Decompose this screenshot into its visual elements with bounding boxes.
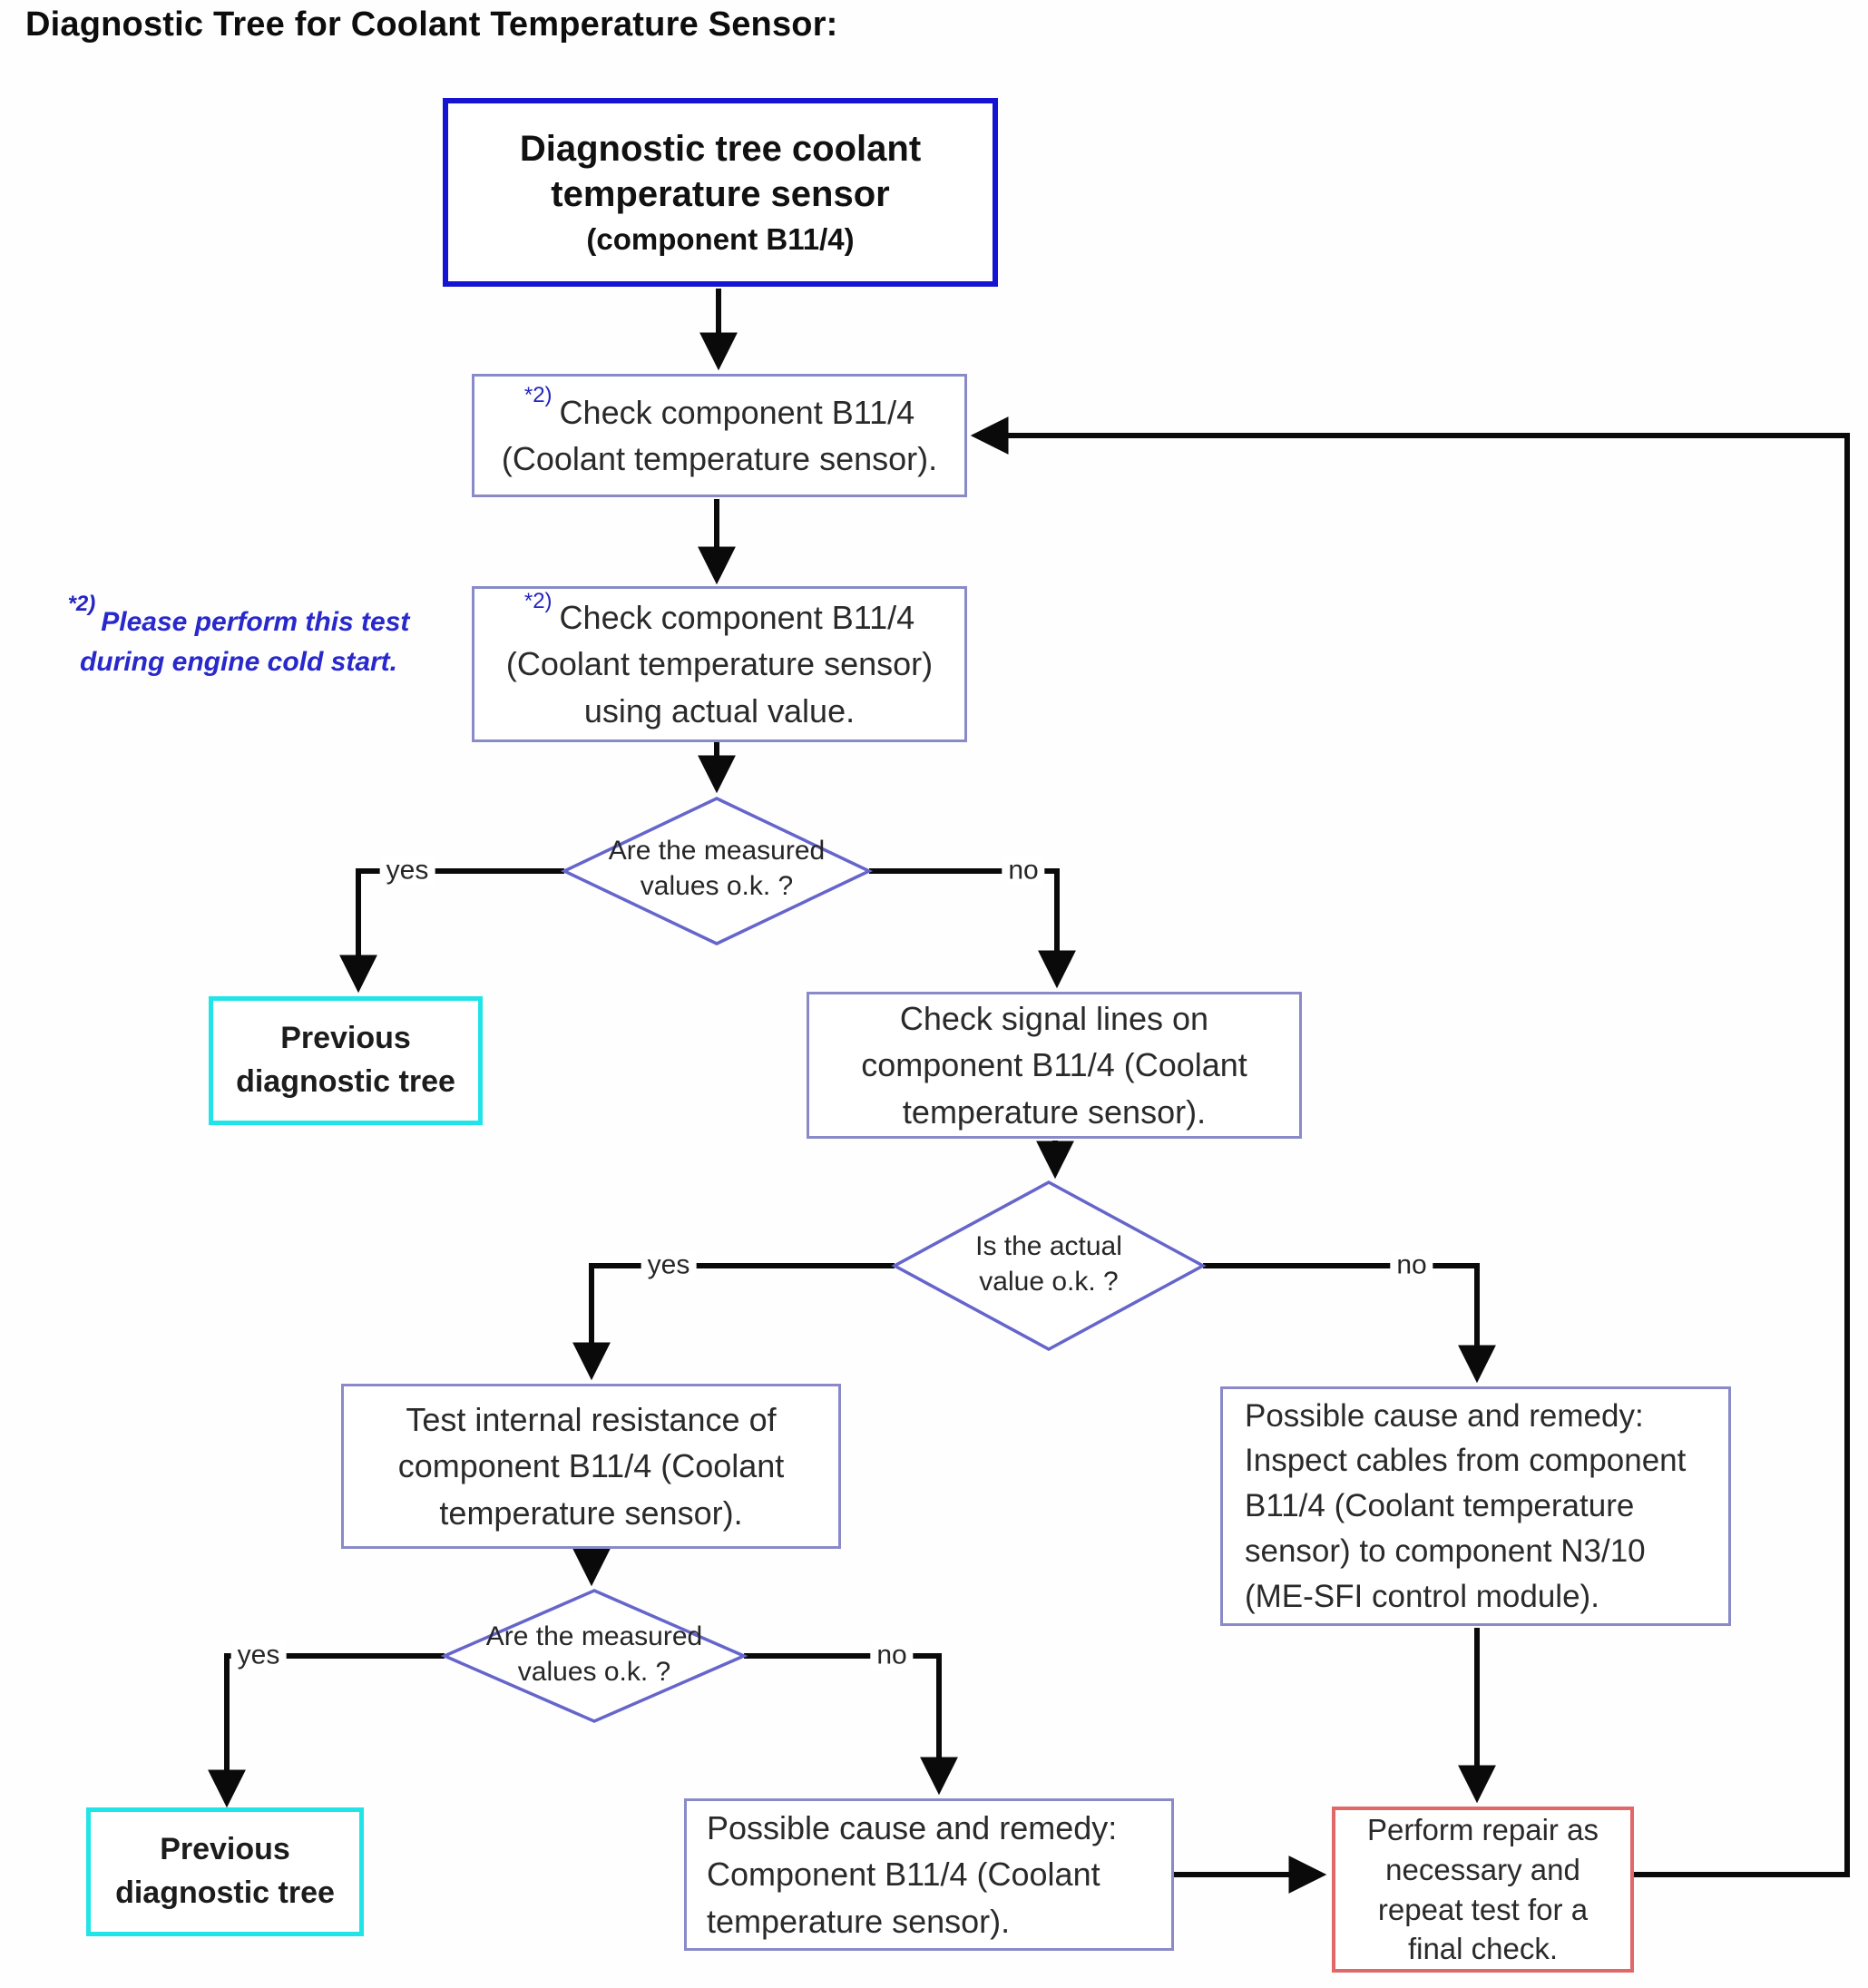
page-title: Diagnostic Tree for Coolant Temperature … (25, 5, 838, 44)
process-test-resistance: Test internal resistance of component B1… (341, 1384, 841, 1549)
process-perform-repair: Perform repair as necessary and repeat t… (1332, 1807, 1634, 1973)
process-check-signal-lines: Check signal lines on component B11/4 (C… (807, 992, 1302, 1139)
start-node-diagnostic-tree: Diagnostic tree coolant temperature sens… (443, 98, 998, 287)
start-node-component: (component B11/4) (586, 221, 855, 256)
process-check-component: *2)Check component B11/4 (Coolant temper… (472, 374, 967, 497)
decision-measured-values-1-shape (560, 797, 874, 945)
decision-measured-values-1-label: Are the measured values o.k. ? (608, 836, 826, 901)
terminal-previous-tree-2: Previous diagnostic tree (86, 1807, 364, 1936)
process-cause-component: Possible cause and remedy: Component B11… (684, 1798, 1174, 1951)
process-inspect-cables: Possible cause and remedy: Inspect cable… (1220, 1386, 1731, 1626)
footnote-marker: *2) (523, 383, 553, 408)
footnote-marker: *2) (523, 588, 553, 613)
decision-measured-values-2-shape (440, 1589, 748, 1723)
decision-actual-value-label: Is the actual value o.k. ? (975, 1231, 1122, 1297)
branch-label-no-1: no (1002, 855, 1045, 886)
start-node-line1: Diagnostic tree coolant (519, 128, 922, 169)
flow-arrows (208, 289, 1850, 1894)
terminal-previous-tree-1: Previous diagnostic tree (209, 996, 483, 1125)
branch-label-no-2: no (1390, 1249, 1433, 1281)
branch-label-no-3: no (870, 1640, 914, 1671)
process-check-actual-value-line1: *2)Check component B11/4 (523, 588, 915, 637)
process-check-component-line1: *2)Check component B11/4 (523, 383, 915, 431)
decision-diamonds (440, 797, 1207, 1723)
footnote-marker: *2) (67, 592, 96, 617)
branch-label-yes-1: yes (379, 855, 435, 886)
decision-actual-value-shape (891, 1180, 1207, 1351)
process-check-component-line2: (Coolant temperature sensor). (501, 440, 938, 477)
branch-label-yes-2: yes (641, 1249, 697, 1281)
footnote-line2: during engine cold start. (79, 646, 398, 677)
process-check-actual-value: *2)Check component B11/4 (Coolant temper… (472, 586, 967, 742)
branch-label-yes-3: yes (230, 1640, 287, 1671)
process-check-actual-value-line3: using actual value. (583, 691, 856, 730)
footnote-line1: *2)Please perform this test (67, 592, 410, 637)
start-node-line2: temperature sensor (551, 173, 890, 214)
process-check-actual-value-line2: (Coolant temperature sensor) (505, 645, 934, 683)
footnote-cold-start: *2)Please perform this test during engin… (44, 592, 434, 681)
decision-measured-values-2-label: Are the measured values o.k. ? (485, 1621, 703, 1687)
